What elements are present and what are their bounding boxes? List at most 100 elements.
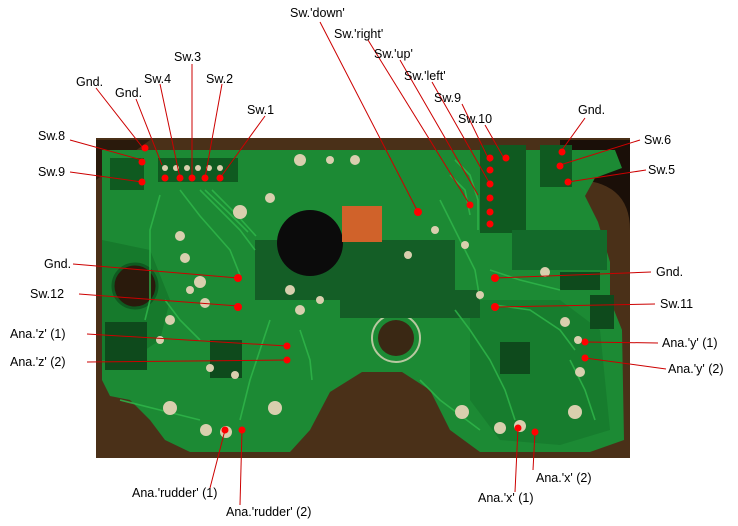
label-gnd-top-left-1: Gnd. — [76, 75, 103, 89]
label-sw-2: Sw.2 — [206, 72, 233, 86]
pin-marker — [486, 194, 494, 202]
pin-marker — [486, 220, 494, 228]
pin-marker — [486, 166, 494, 174]
leader-line — [567, 169, 647, 183]
leader-line — [514, 427, 519, 493]
label-sw-right: Sw.'right' — [334, 27, 383, 41]
pin-marker — [161, 174, 169, 182]
label-sw-3: Sw.3 — [174, 50, 201, 64]
pin-marker — [138, 178, 146, 186]
leader-lines — [69, 21, 667, 506]
label-ana-y-1: Ana.'y' (1) — [662, 336, 718, 350]
leader-line — [494, 303, 656, 308]
pin-marker — [581, 338, 589, 346]
silkscreen-text — [512, 230, 607, 270]
label-ana-rudder-1: Ana.'rudder' (1) — [132, 486, 217, 500]
pin-marker — [234, 274, 242, 282]
label-ana-z-2: Ana.'z' (2) — [10, 355, 66, 369]
pin-marker — [558, 148, 566, 156]
leader-line — [72, 263, 239, 279]
pin-marker — [531, 428, 539, 436]
pin-marker — [234, 303, 242, 311]
black-epoxy-blob — [277, 210, 343, 276]
pin-marker — [556, 162, 564, 170]
pin-marker — [138, 158, 146, 166]
callout-labels: Sw.'down' Sw.'right' Sw.'up' Sw.'left' S… — [10, 6, 724, 519]
pin-marker — [141, 144, 149, 152]
leader-line — [319, 21, 419, 213]
pin-marker — [221, 426, 229, 434]
pin-marker — [581, 354, 589, 362]
leader-line — [239, 429, 243, 506]
pin-marker — [502, 154, 510, 162]
leader-line — [135, 98, 163, 166]
pin-marker — [486, 154, 494, 162]
leader-line — [494, 271, 652, 279]
label-sw-down: Sw.'down' — [290, 6, 345, 20]
label-ana-rudder-2: Ana.'rudder' (2) — [226, 505, 311, 519]
leader-line — [584, 357, 667, 370]
pin-marker — [188, 174, 196, 182]
circuit-board-photo — [96, 138, 630, 458]
mounting-hole — [378, 320, 414, 356]
leader-line — [584, 341, 659, 344]
pin-marker — [466, 201, 474, 209]
switch-block — [590, 295, 614, 329]
label-sw-12: Sw.12 — [30, 287, 64, 301]
leader-line — [367, 39, 471, 206]
leader-line — [399, 59, 479, 196]
label-sw-11: Sw.11 — [660, 297, 693, 311]
label-ana-x-1: Ana.'x' (1) — [478, 491, 534, 505]
mounting-hole-ring — [111, 262, 159, 310]
label-sw-6: Sw.6 — [644, 133, 671, 147]
label-ana-z-1: Ana.'z' (1) — [10, 327, 66, 341]
switch-block — [560, 272, 600, 290]
leader-line — [561, 117, 586, 151]
leader-line — [209, 429, 226, 489]
label-gnd-left: Gnd. — [44, 257, 71, 271]
label-ana-y-2: Ana.'y' (2) — [668, 362, 724, 376]
label-gnd-top-right: Gnd. — [578, 103, 605, 117]
pcb-shade — [470, 300, 610, 445]
label-sw-8: Sw.8 — [38, 129, 65, 143]
label-sw-1: Sw.1 — [247, 103, 274, 117]
label-gnd-top-left-2: Gnd. — [115, 86, 142, 100]
label-sw-left: Sw.'left' — [404, 69, 446, 83]
pin-marker — [486, 208, 494, 216]
pin-marker — [414, 208, 422, 216]
leader-line — [159, 83, 181, 179]
label-sw-5: Sw.5 — [648, 163, 675, 177]
leader-line — [431, 81, 491, 185]
pin-marker — [486, 180, 494, 188]
leader-line — [86, 359, 288, 363]
leader-line — [204, 83, 223, 179]
switch-block — [500, 342, 530, 374]
label-sw-4: Sw.4 — [144, 72, 171, 86]
label-ana-x-2: Ana.'x' (2) — [536, 471, 592, 485]
ic-chip — [340, 290, 480, 318]
leader-line — [461, 103, 491, 163]
leader-line — [95, 87, 144, 149]
pin-marker — [283, 356, 291, 364]
leader-line — [86, 333, 288, 347]
pin-marker — [564, 178, 572, 186]
leader-line — [78, 293, 239, 307]
pin-marker — [216, 174, 224, 182]
pin-marker — [238, 426, 246, 434]
label-sw-10: Sw.10 — [458, 112, 492, 126]
pin-marker — [176, 174, 184, 182]
pin-markers — [138, 144, 589, 436]
leader-line — [559, 139, 641, 166]
leader-line — [484, 124, 506, 161]
switch-block — [105, 322, 147, 370]
switch-block — [110, 158, 144, 190]
pin-marker — [491, 303, 499, 311]
leader-line — [219, 115, 266, 179]
orange-capacitor — [342, 206, 382, 242]
leader-line — [69, 171, 143, 183]
label-gnd-right: Gnd. — [656, 265, 683, 279]
pin-marker — [491, 274, 499, 282]
label-sw-9-right: Sw.9 — [434, 91, 461, 105]
label-sw-9-left: Sw.9 — [38, 165, 65, 179]
